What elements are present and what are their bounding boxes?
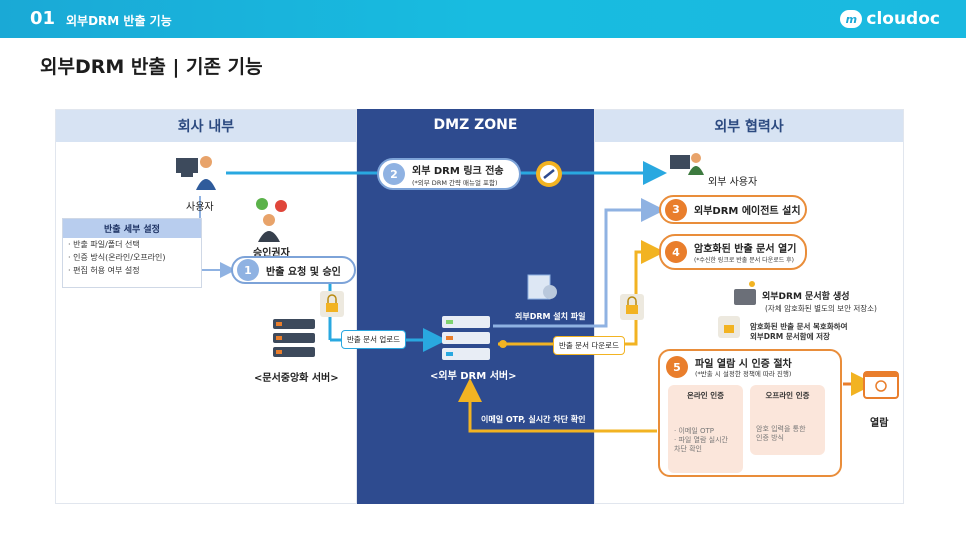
central-server-icon <box>273 319 315 357</box>
section-number: 01 <box>30 8 56 29</box>
section-title: 외부DRM 반출 기능 <box>66 14 172 28</box>
approver-label: 승인권자 <box>253 248 290 259</box>
page-title: 외부DRM 반출 | 기존 기능 <box>40 56 263 78</box>
step3-label: 외부DRM 에이전트 설치 <box>694 206 801 217</box>
online-auth-box: 온라인 인증 · 이메일 OTP · 파일 열람 실시간 차단 확인 <box>668 385 743 473</box>
step2-pill: 2 외부 DRM 링크 전송 (*외부 DRM 간략 매뉴얼 포함) <box>377 158 521 190</box>
step2-number: 2 <box>383 163 405 185</box>
logo-text: cloudoc <box>866 9 940 29</box>
vault-sub: (자체 암호화된 별도의 보안 저장소) <box>765 304 877 313</box>
step4-sub: (*수신한 링크로 반출 문서 다운로드 후) <box>694 257 795 264</box>
step2-sub: (*외부 DRM 간략 매뉴얼 포함) <box>412 178 498 187</box>
step3-pill: 3 외부DRM 에이전트 설치 <box>659 195 807 224</box>
offline-auth-line: 암호 입력을 통한 <box>756 425 806 433</box>
export-settings-box: 반출 세부 설정 · 반출 파일/폴더 선택 · 인증 방식(온라인/오프라인)… <box>62 218 202 288</box>
online-auth-line: · 파일 열람 실시간 <box>674 436 728 444</box>
vault-icon <box>734 281 756 305</box>
step4-label: 암호화된 반출 문서 열기 <box>694 244 797 255</box>
offline-auth-title: 오프라인 인증 <box>765 391 810 400</box>
central-server-label: <문서중앙화 서버> <box>254 373 339 384</box>
step4-pill: 4 암호화된 반출 문서 열기 (*수신한 링크로 반출 문서 다운로드 후) <box>659 234 807 270</box>
dmz-server-icon <box>442 316 490 360</box>
offline-auth-box: 오프라인 인증 암호 입력을 통한 인증 방식 <box>750 385 825 455</box>
copy-note-line1: 암호화된 반출 문서 복호화하여 <box>750 322 848 331</box>
dmz-zone-header: DMZ ZONE <box>357 109 594 141</box>
otp-check-label: 이메일 OTP, 실시간 차단 확인 <box>481 415 586 424</box>
lock-icon-download <box>620 294 644 320</box>
internal-zone-panel: 회사 내부 <box>55 109 357 504</box>
install-file-label: 외부DRM 설치 파일 <box>515 312 586 321</box>
top-header-bar: 01 외부DRM 반출 기능 m cloudoc <box>0 0 966 38</box>
copy-note-line2: 외부DRM 문서함에 저장 <box>750 332 830 341</box>
lock-icon-vault <box>718 316 740 338</box>
step5-number: 5 <box>666 356 688 378</box>
settings-title: 반출 세부 설정 <box>63 219 201 238</box>
dmz-server-label: <외부 DRM 서버> <box>430 371 517 382</box>
online-auth-line: · 이메일 OTP <box>674 427 715 435</box>
lock-icon-internal <box>320 291 344 317</box>
settings-item: · 인증 방식(온라인/오프라인) <box>68 253 166 262</box>
external-user-icon <box>670 153 704 175</box>
step4-number: 4 <box>665 241 687 263</box>
otp-check-arrow <box>458 378 657 433</box>
cloudoc-logo: m cloudoc <box>840 9 940 29</box>
online-auth-title: 온라인 인증 <box>686 391 725 400</box>
step1-label: 반출 요청 및 승인 <box>266 266 341 278</box>
cloudoc-logo-mark-icon: m <box>840 10 863 28</box>
internal-zone-header: 회사 내부 <box>56 110 356 142</box>
step5-label: 파일 열람 시 인증 절차 <box>695 359 792 370</box>
upload-tag: 반출 문서 업로드 <box>341 330 407 349</box>
partner-zone-header: 외부 협력사 <box>595 110 903 142</box>
vault-title: 외부DRM 문서함 생성 <box>762 292 850 302</box>
step1-number: 1 <box>237 259 259 281</box>
install-package-icon <box>527 274 557 300</box>
link-chain-icon <box>536 161 562 187</box>
step3-number: 3 <box>665 198 687 221</box>
step2-label: 외부 DRM 링크 전송 <box>412 165 504 177</box>
settings-item: · 반출 파일/폴더 선택 <box>68 240 140 249</box>
step1-pill: 1 반출 요청 및 승인 <box>231 256 356 284</box>
download-tag: 반출 문서 다운로드 <box>553 336 625 355</box>
step5-sub: (*반출 시 설정한 정책에 따라 진행) <box>695 370 792 378</box>
user-computer-icon <box>176 156 216 190</box>
offline-auth-line: 인증 방식 <box>756 434 784 442</box>
install-arrow <box>493 198 665 328</box>
view-label: 열람 <box>870 418 889 429</box>
online-auth-line: 차단 확인 <box>674 445 702 453</box>
browser-view-icon <box>863 371 899 399</box>
user-label: 사용자 <box>186 202 214 213</box>
step5-auth-box: 5 파일 열람 시 인증 절차 (*반출 시 설정한 정책에 따라 진행) 온라… <box>658 349 842 477</box>
external-user-label: 외부 사용자 <box>708 177 758 188</box>
approver-icon <box>256 198 287 242</box>
settings-item: · 편집 허용 여부 설정 <box>68 266 140 275</box>
